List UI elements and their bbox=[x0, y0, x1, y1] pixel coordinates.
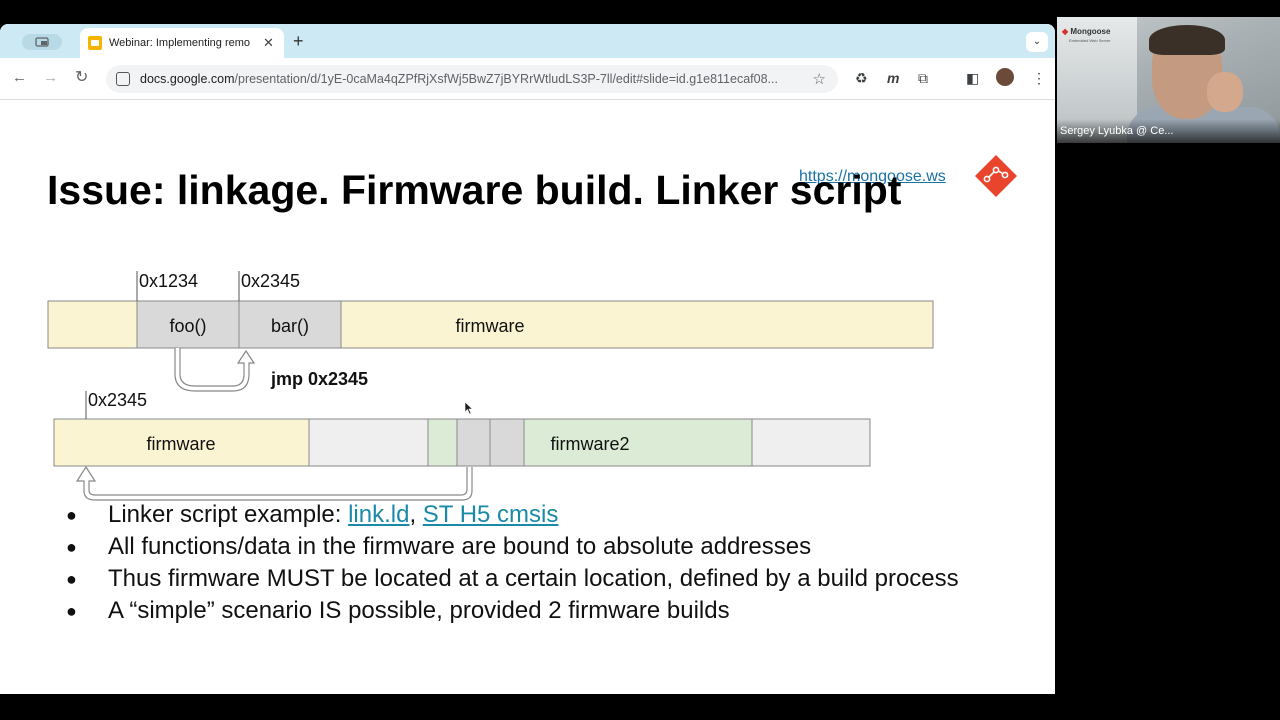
browser-window: Webinar: Implementing remo ✕ + ⌄ ← → ↻ d… bbox=[0, 24, 1055, 694]
site-info-icon[interactable] bbox=[116, 72, 130, 86]
forward-arrow-icon[interactable]: → bbox=[43, 69, 58, 86]
addr1-label: 0x1234 bbox=[139, 271, 198, 291]
bullet-item: Linker script example: link.ld, ST H5 cm… bbox=[66, 499, 966, 531]
tab-close-icon[interactable]: ✕ bbox=[263, 35, 274, 50]
slides-favicon-icon bbox=[88, 36, 102, 50]
tab-strip: Webinar: Implementing remo ✕ + ⌄ bbox=[0, 24, 1055, 58]
link-st-h5-cmsis[interactable]: ST H5 cmsis bbox=[422, 501, 559, 528]
addr2-label: 0x2345 bbox=[241, 271, 300, 291]
empty-region-1 bbox=[308, 418, 429, 467]
back-arrow-icon[interactable]: ← bbox=[12, 69, 27, 86]
jump-arrow-shape bbox=[174, 348, 256, 392]
link-ld[interactable]: link.ld bbox=[348, 501, 410, 528]
firmware1-label: firmware bbox=[146, 434, 215, 454]
video-brand: ◆ Mongoose bbox=[1062, 27, 1111, 36]
diagram-bottom: 0x2345 firmware firmware2 bbox=[53, 390, 871, 501]
tab-groups-icon bbox=[35, 37, 49, 47]
addr-label: 0x2345 bbox=[88, 390, 147, 410]
bar-label: bar() bbox=[271, 316, 309, 336]
url-text: docs.google.com/presentation/d/1yE-0caMa… bbox=[140, 72, 778, 86]
bullet-item: Thus firmware MUST be located at a certa… bbox=[66, 563, 966, 595]
tab-title: Webinar: Implementing remo bbox=[109, 37, 251, 49]
video-brand-sub: Embedded Web Server bbox=[1069, 38, 1111, 43]
video-thumbnail[interactable]: ◆ Mongoose Embedded Web Server Sergey Ly… bbox=[1057, 17, 1280, 143]
firmware2-head bbox=[427, 418, 458, 467]
firmware1-region bbox=[53, 418, 310, 467]
foo-block bbox=[136, 300, 240, 349]
bar-block bbox=[238, 300, 342, 349]
bullet-list: Linker script example: link.ld, ST H5 cm… bbox=[66, 499, 966, 627]
participant-hair bbox=[1149, 25, 1225, 55]
participant-hand bbox=[1207, 72, 1243, 112]
participant-name: Sergey Lyubka @ Ce... bbox=[1057, 119, 1280, 143]
return-arrow bbox=[75, 465, 473, 501]
func-block-2 bbox=[489, 418, 525, 467]
recycle-extension-icon[interactable]: ♻ bbox=[855, 70, 868, 86]
foo-label: foo() bbox=[169, 316, 206, 336]
new-tab-icon[interactable]: + bbox=[293, 31, 304, 51]
side-panel-icon[interactable]: ◧ bbox=[966, 70, 980, 86]
memory-diagram: 0x1234 0x2345 foo() bar() firmware jmp 0… bbox=[47, 271, 934, 501]
m-extension-icon[interactable]: m bbox=[887, 70, 900, 86]
kebab-menu-icon[interactable]: ⋮ bbox=[1032, 70, 1046, 86]
profile-avatar[interactable] bbox=[996, 68, 1014, 86]
tab-webinar[interactable]: Webinar: Implementing remo ✕ bbox=[80, 28, 284, 58]
browser-toolbar: ← → ↻ docs.google.com/presentation/d/1yE… bbox=[0, 58, 1055, 100]
mouse-cursor-icon bbox=[464, 401, 474, 415]
slide-canvas: https://mongoose.ws Issue: linkage. Firm… bbox=[0, 101, 1055, 694]
slide-title: Issue: linkage. Firmware build. Linker s… bbox=[47, 167, 902, 213]
diagram-top: 0x1234 0x2345 foo() bar() firmware jmp 0… bbox=[47, 271, 934, 392]
firmware2-label: firmware2 bbox=[550, 434, 629, 454]
bullet-item: All functions/data in the firmware are b… bbox=[66, 531, 966, 563]
empty-region-2 bbox=[751, 418, 871, 467]
chevron-down-icon[interactable]: ⌄ bbox=[1026, 32, 1048, 52]
tab-search-button[interactable] bbox=[22, 34, 62, 50]
bookmark-star-icon[interactable]: ☆ bbox=[812, 71, 826, 88]
reload-icon[interactable]: ↻ bbox=[75, 69, 89, 86]
firmware-label: firmware bbox=[455, 316, 524, 336]
mongoose-logo-icon bbox=[975, 155, 1017, 197]
mongoose-link[interactable]: https://mongoose.ws bbox=[799, 168, 946, 185]
bullet-item: A “simple” scenario IS possible, provide… bbox=[66, 595, 966, 627]
puzzle-extensions-icon[interactable]: ⧉ bbox=[918, 70, 928, 86]
address-bar[interactable]: docs.google.com/presentation/d/1yE-0caMa… bbox=[106, 65, 838, 93]
func-block-1 bbox=[456, 418, 491, 467]
jmp-label: jmp 0x2345 bbox=[270, 369, 368, 389]
